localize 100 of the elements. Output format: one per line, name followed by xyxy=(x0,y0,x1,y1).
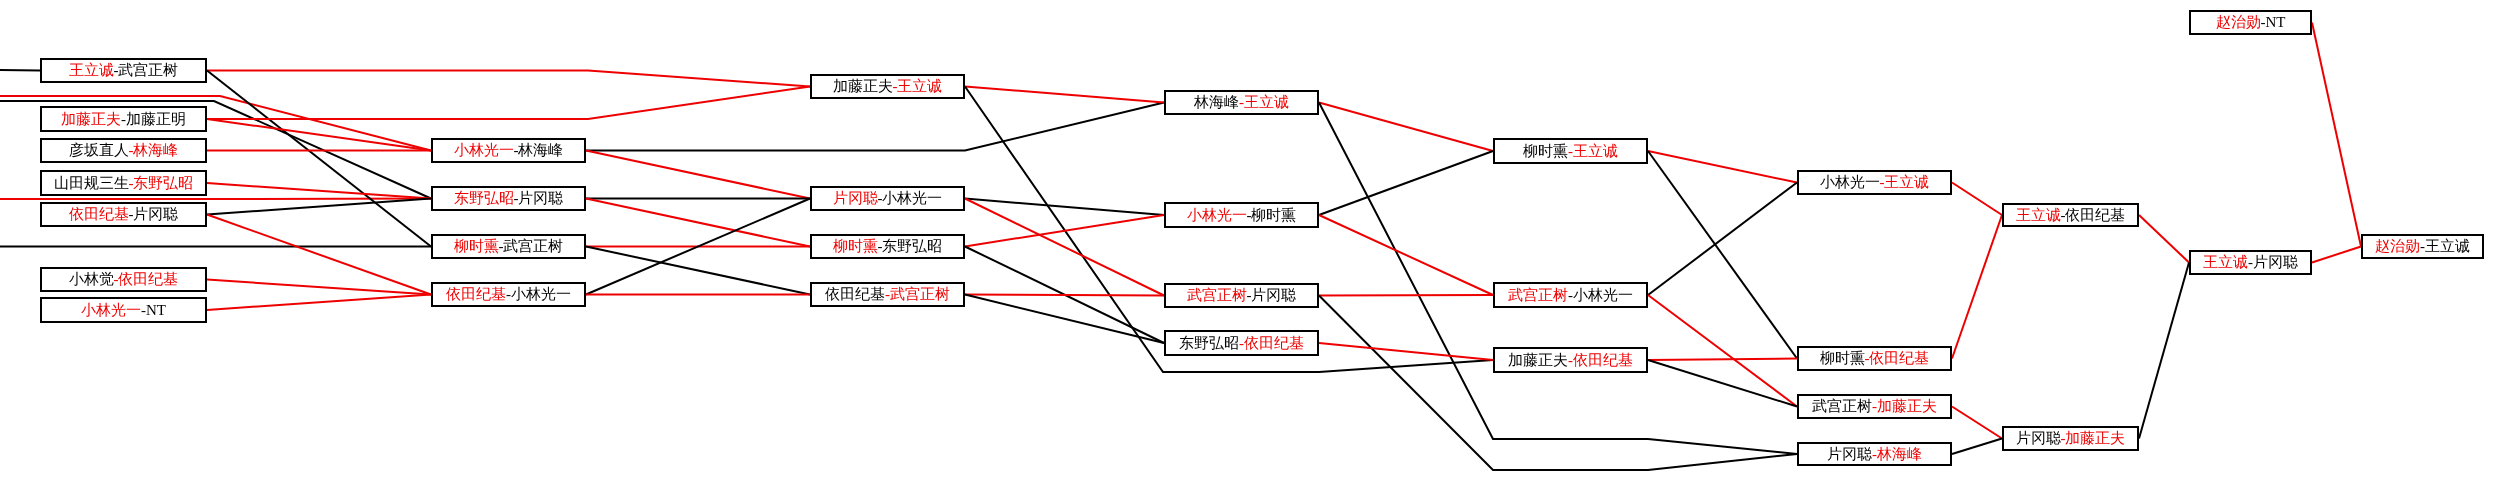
player-name: 加藤正夫 xyxy=(832,79,893,94)
connector-line xyxy=(964,197,1165,297)
player-name: -加藤正夫 xyxy=(1872,399,1937,414)
player-name: 王立诚 xyxy=(2203,255,2248,270)
match-box xyxy=(431,282,586,307)
player-name: 加藤正夫 xyxy=(61,111,121,127)
player-name: 赵治勋 xyxy=(2215,15,2261,30)
player-name: -小林光一 xyxy=(877,191,943,206)
player-name: -依田纪基 xyxy=(2060,207,2126,223)
connector-line xyxy=(1647,294,1798,408)
match-box xyxy=(810,234,965,259)
player-name: -小林光一 xyxy=(1568,287,1633,303)
match-box xyxy=(1493,138,1648,164)
match-box xyxy=(1164,330,1319,356)
player-name: -林海峰 xyxy=(513,143,564,158)
match-box xyxy=(1493,282,1648,308)
match-box xyxy=(1797,394,1952,419)
connector-line xyxy=(1318,342,1494,361)
player-name: 片冈聪 xyxy=(2015,431,2061,446)
connector-line xyxy=(964,245,1165,344)
match-box xyxy=(810,186,965,211)
connector-line xyxy=(1318,101,1494,152)
player-name: -片冈聪 xyxy=(128,207,179,222)
player-name: 柳时熏 xyxy=(1523,143,1568,159)
connector-line xyxy=(0,69,41,72)
match-box xyxy=(2189,10,2312,35)
player-name: 东野弘昭 xyxy=(1179,335,1239,351)
match-box xyxy=(40,138,207,163)
player-name: 依田纪基 xyxy=(446,287,506,302)
connector-line xyxy=(1647,181,1798,296)
match-box xyxy=(810,282,965,307)
connector-line xyxy=(206,182,432,200)
player-name: 柳时熏 xyxy=(832,239,878,254)
match-box xyxy=(431,234,586,259)
match-box xyxy=(431,186,586,211)
connector-line xyxy=(1318,294,1494,297)
player-name: -依田纪基 xyxy=(1568,352,1633,368)
connector-line xyxy=(1318,214,1494,296)
player-name: -依田纪基 xyxy=(113,272,179,287)
connector-line xyxy=(585,293,811,296)
player-name: -王立诚 xyxy=(1239,95,1289,110)
connector-line xyxy=(964,85,1165,104)
player-name: 小林光一 xyxy=(1819,175,1880,190)
player-name: 加藤正夫 xyxy=(1508,352,1568,368)
connector-line xyxy=(206,149,432,152)
player-name: 小林觉 xyxy=(68,272,114,287)
match-box xyxy=(40,297,207,323)
connector-line xyxy=(1647,359,1798,408)
connector-line xyxy=(585,149,811,200)
player-name: 武宫正树 xyxy=(1508,287,1568,303)
player-name: 武宫正树 xyxy=(1186,288,1247,303)
connector-line xyxy=(585,197,811,248)
connector-line xyxy=(206,69,432,248)
player-name: -加藤正夫 xyxy=(2060,431,2126,446)
connector-line xyxy=(1951,181,2003,216)
connector-line xyxy=(206,197,432,216)
match-box xyxy=(1164,283,1319,308)
match-box xyxy=(1164,90,1319,115)
player-name: -NT xyxy=(141,302,166,318)
player-name: 依田纪基 xyxy=(825,287,885,302)
player-name: -加藤正明 xyxy=(121,111,186,127)
player-name: -东野弘昭 xyxy=(877,239,943,254)
player-name: 小林光一 xyxy=(81,302,141,318)
match-box xyxy=(2002,203,2139,227)
connector-line xyxy=(2138,214,2190,264)
connector-line xyxy=(1647,357,1798,361)
connector-line xyxy=(206,293,432,311)
match-box xyxy=(1493,347,1648,373)
player-name: 林海峰 xyxy=(1194,95,1239,110)
connector-line xyxy=(1647,150,1798,360)
player-name: -林海峰 xyxy=(1872,446,1922,462)
player-name: -王立诚 xyxy=(2420,239,2470,254)
player-name: 武宫正树 xyxy=(1812,399,1872,414)
match-box xyxy=(810,74,965,99)
player-name: 赵治勋 xyxy=(2375,239,2420,254)
player-name: 彦坂直人 xyxy=(68,143,129,158)
player-name: 依田纪基 xyxy=(68,207,129,222)
player-name: -小林光一 xyxy=(506,287,571,302)
player-name: 王立诚 xyxy=(68,63,114,78)
connector-line xyxy=(0,100,432,200)
player-name: -王立诚 xyxy=(1879,175,1930,190)
player-name: 柳时熏 xyxy=(453,239,499,254)
player-name: 片冈聪 xyxy=(832,191,878,206)
match-box xyxy=(2189,250,2312,275)
match-box xyxy=(40,58,207,83)
player-name: -王立诚 xyxy=(892,79,943,94)
player-name: 山田规三生 xyxy=(53,175,129,191)
player-name: -武宫正树 xyxy=(885,287,950,302)
match-box xyxy=(40,170,207,196)
player-name: 小林光一 xyxy=(453,143,514,158)
connector-line xyxy=(206,69,811,88)
connector-line xyxy=(206,118,432,152)
player-name: -林海峰 xyxy=(128,143,179,158)
player-name: -东野弘昭 xyxy=(128,175,194,191)
player-name: -武宫正树 xyxy=(498,239,564,254)
match-box xyxy=(1797,442,1952,466)
match-box xyxy=(1797,346,1952,371)
match-box xyxy=(40,106,207,132)
connector-line xyxy=(1318,150,1494,216)
player-name: 小林光一 xyxy=(1186,207,1247,223)
